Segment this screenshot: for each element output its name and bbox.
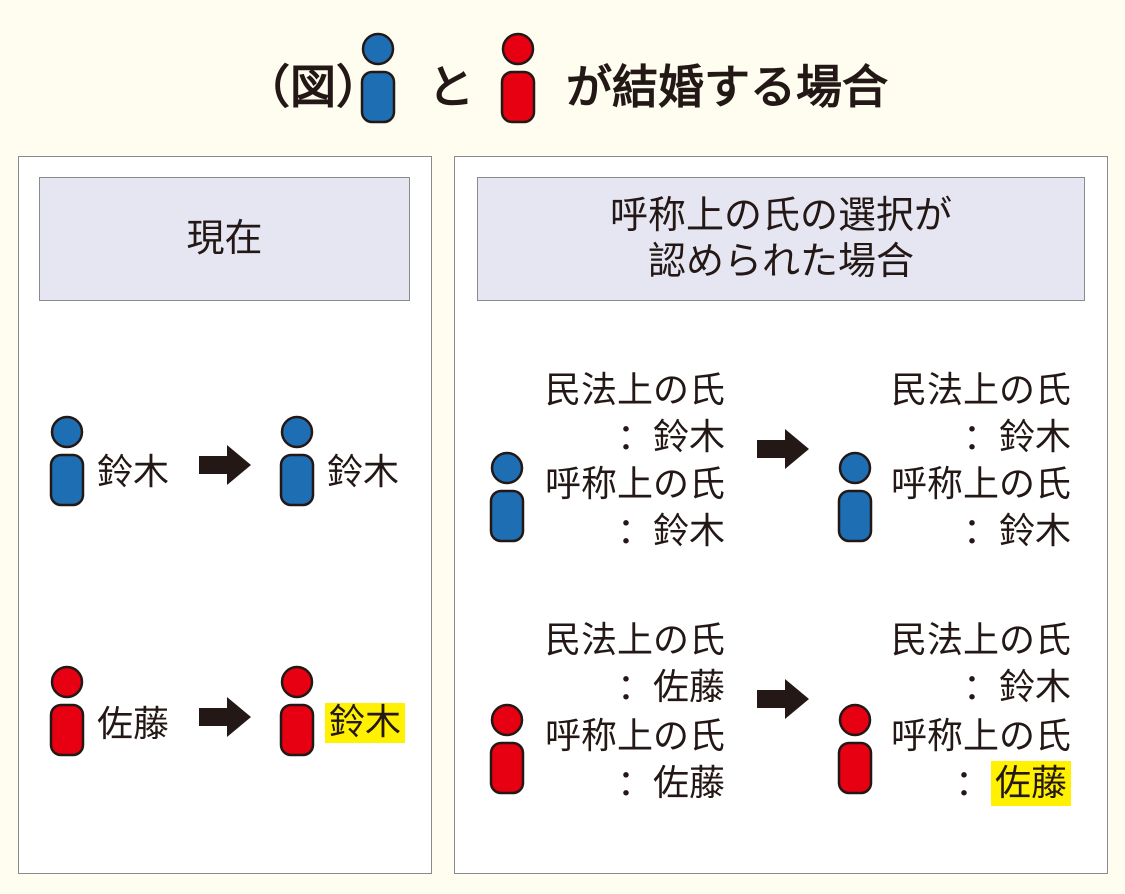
called-surname-value-row: ：鈴木	[879, 508, 1071, 555]
before-called-block: 呼称上の氏 ：鈴木	[533, 461, 725, 555]
called-surname-label: 呼称上の氏	[890, 464, 1071, 505]
called-surname-value-highlighted: 佐藤	[990, 761, 1071, 806]
legal-surname-label: 民法上の氏	[890, 370, 1071, 411]
legal-surname-value: ：佐藤	[616, 667, 725, 708]
selection-allowed-panel-header: 呼称上の氏の選択が 認められた場合	[477, 177, 1085, 301]
blue-person-icon	[277, 415, 317, 507]
arrow-right-icon	[757, 429, 809, 469]
blue-person-icon	[487, 451, 527, 543]
surname-after-highlighted: 鈴木	[325, 703, 406, 743]
header-line-1: 呼称上の氏の選択が	[609, 193, 952, 238]
called-surname-value: ：佐藤	[616, 763, 725, 804]
red-person-icon	[277, 665, 317, 757]
blue-person-icon	[47, 415, 87, 507]
arrow-right-icon	[199, 445, 251, 485]
legal-surname-label: 民法上の氏	[544, 370, 725, 411]
after-called-block: 呼称上の氏 ：鈴木	[879, 461, 1071, 555]
red-person-icon	[487, 703, 527, 795]
legal-surname-label: 民法上の氏	[890, 620, 1071, 661]
legal-surname-value: ：鈴木	[616, 417, 725, 458]
blue-person-icon	[835, 451, 875, 543]
surname-after: 鈴木	[327, 452, 400, 493]
called-surname-label: 呼称上の氏	[544, 716, 725, 757]
header-line-2: 認められた場合	[647, 239, 914, 283]
arrow-right-icon	[757, 679, 809, 719]
current-panel-header-text: 現在	[186, 216, 263, 261]
legal-surname-value: ：鈴木	[962, 417, 1071, 458]
selection-allowed-panel: 呼称上の氏の選択が 認められた場合 民法上の氏 ：鈴木 呼称上の氏 ：鈴木 民法…	[454, 156, 1108, 874]
blue-person-icon	[356, 32, 400, 124]
red-person-icon	[496, 32, 540, 124]
after-legal-block: 民法上の氏 ：鈴木	[879, 617, 1071, 711]
arrow-right-icon	[199, 697, 251, 737]
colon: ：	[962, 511, 999, 552]
title-connector: と	[428, 60, 474, 114]
called-surname-value: 鈴木	[998, 511, 1071, 552]
surname-before: 鈴木	[97, 452, 170, 493]
red-person-icon	[835, 703, 875, 795]
legal-surname-value: ：鈴木	[962, 667, 1071, 708]
title-prefix: （図）	[244, 60, 382, 114]
after-called-block: 呼称上の氏 ：佐藤	[879, 713, 1071, 807]
red-person-icon	[47, 665, 87, 757]
called-surname-label: 呼称上の氏	[544, 464, 725, 505]
before-legal-block: 民法上の氏 ：鈴木	[533, 367, 725, 461]
current-panel: 現在 鈴木 鈴木 佐藤 鈴木	[18, 156, 432, 874]
title-suffix: が結婚する場合	[566, 60, 888, 114]
before-called-block: 呼称上の氏 ：佐藤	[533, 713, 725, 807]
called-surname-label: 呼称上の氏	[890, 716, 1071, 757]
legal-surname-label: 民法上の氏	[544, 620, 725, 661]
current-panel-header: 現在	[39, 177, 410, 301]
before-legal-block: 民法上の氏 ：佐藤	[533, 617, 725, 711]
surname-before: 佐藤	[97, 704, 170, 745]
colon: ：	[954, 763, 991, 804]
figure-title: （図） と が結婚する場合	[0, 28, 1125, 128]
called-surname-value-row: ：佐藤	[879, 760, 1071, 807]
after-legal-block: 民法上の氏 ：鈴木	[879, 367, 1071, 461]
called-surname-value: ：鈴木	[616, 511, 725, 552]
